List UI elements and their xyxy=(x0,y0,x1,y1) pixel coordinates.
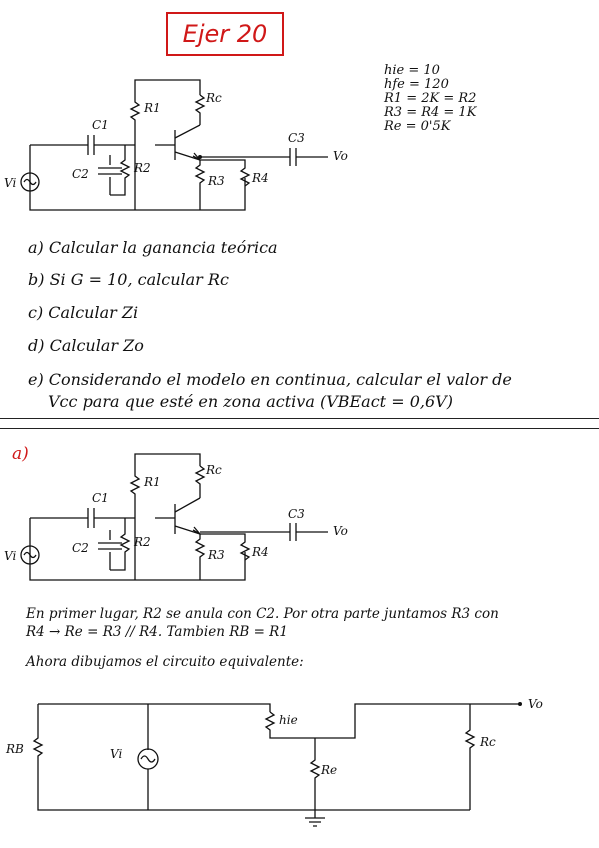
param-r1-r2: R1 = 2K = R2 xyxy=(384,91,477,106)
explanation-line-3: Ahora dibujamos el circuito equivalente: xyxy=(26,654,304,670)
question-e: e) Considerando el modelo en continua, c… xyxy=(28,370,512,389)
vo-label-equiv: Vo xyxy=(528,697,543,711)
r4-label-2: R4 xyxy=(251,545,269,559)
question-a: a) Calcular la ganancia teórica xyxy=(28,238,278,257)
param-r3-r4: R3 = R4 = 1K xyxy=(384,105,477,120)
vi-label: Vi xyxy=(4,176,16,190)
circuit-diagram-top: C1 C2 C3 R1 R2 R3 R4 Rc Vi Vo xyxy=(4,79,348,211)
title-box: Ejer 20 xyxy=(166,12,284,56)
vi-label-equiv: Vi xyxy=(110,747,122,761)
param-hie: hie = 10 xyxy=(384,63,440,78)
c1-label-2: C1 xyxy=(92,491,109,505)
rc-label: Rc xyxy=(205,91,222,105)
param-hfe: hfe = 120 xyxy=(384,77,449,92)
circuit-diagram-solution: C1 C2 C3 R1 R2 R3 R4 Rc Vi Vo xyxy=(4,453,348,581)
c3-label-2: C3 xyxy=(288,507,305,521)
divider-bottom xyxy=(0,428,599,429)
vo-label: Vo xyxy=(333,149,348,163)
r2-label: R2 xyxy=(133,161,151,175)
page-title: Ejer 20 xyxy=(182,20,268,48)
question-e-cont: Vcc para que esté en zona activa (VBEact… xyxy=(48,392,453,411)
c1-label: C1 xyxy=(92,118,109,132)
equivalent-circuit: RB Vi hie Re Rc Vo xyxy=(5,697,543,827)
re-label: Re xyxy=(320,763,337,777)
r1-label: R1 xyxy=(143,101,161,115)
r3-label-2: R3 xyxy=(207,548,225,562)
c2-label: C2 xyxy=(72,167,89,181)
r3-label: R3 xyxy=(207,174,225,188)
vi-label-2: Vi xyxy=(4,549,16,563)
hie-label: hie xyxy=(279,713,298,727)
divider-top xyxy=(0,418,599,419)
rc-label-2: Rc xyxy=(205,463,222,477)
explanation-line-2: R4 → Re = R3 // R4. Tambien RB = R1 xyxy=(26,624,288,640)
question-b: b) Si G = 10, calcular Rc xyxy=(28,270,229,289)
section-label: a) xyxy=(12,444,29,464)
r4-label: R4 xyxy=(251,171,269,185)
rc-label-equiv: Rc xyxy=(479,735,496,749)
c3-label: C3 xyxy=(288,131,305,145)
r1-label-2: R1 xyxy=(143,475,161,489)
param-re: Re = 0'5K xyxy=(384,119,451,134)
question-d: d) Calcular Zo xyxy=(28,336,144,355)
c2-label-2: C2 xyxy=(72,541,89,555)
question-c: c) Calcular Zi xyxy=(28,303,139,322)
vo-label-2: Vo xyxy=(333,524,348,538)
explanation-line-1: En primer lugar, R2 se anula con C2. Por… xyxy=(26,606,499,622)
r2-label-2: R2 xyxy=(133,535,151,549)
rb-label: RB xyxy=(5,742,24,756)
